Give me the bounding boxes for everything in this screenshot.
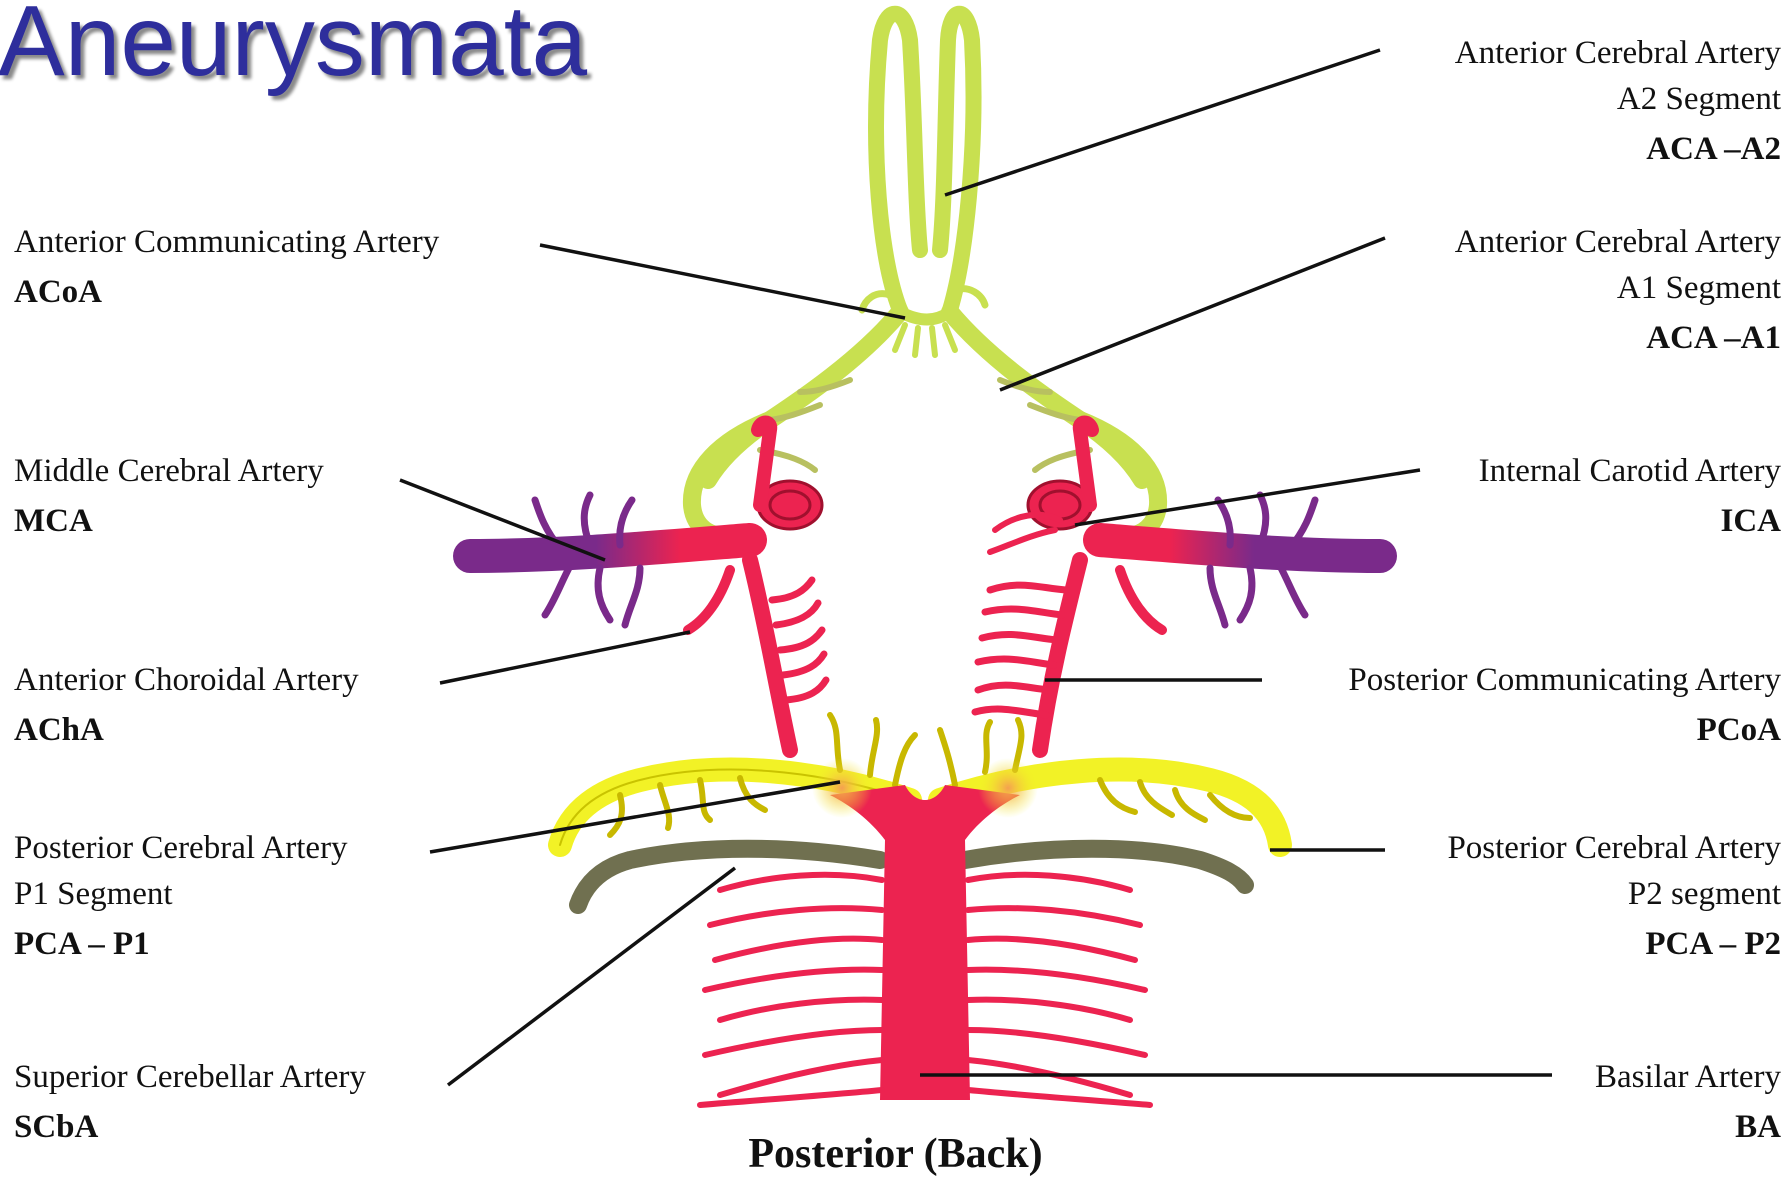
label-segment: P2 segment: [1447, 874, 1781, 914]
label-name: Posterior Cerebral Artery: [14, 828, 348, 868]
label-abbr: ACA –A2: [1455, 129, 1781, 169]
label-name: Middle Cerebral Artery: [14, 451, 324, 491]
leader-scba: [448, 868, 735, 1085]
slide-title: Aneurysmata: [0, 0, 587, 96]
label-abbr: ICA: [1479, 501, 1781, 541]
label-name: Internal Carotid Artery: [1479, 451, 1781, 491]
leader-ica: [1075, 470, 1420, 525]
label-aca-a2: Anterior Cerebral Artery A2 Segment ACA …: [1455, 33, 1781, 169]
leader-acha: [440, 632, 690, 683]
label-segment: P1 Segment: [14, 874, 348, 914]
label-name: Anterior Communicating Artery: [14, 222, 439, 262]
label-abbr: PCA – P2: [1447, 924, 1781, 964]
label-name: Posterior Cerebral Artery: [1447, 828, 1781, 868]
label-aca-a1: Anterior Cerebral Artery A1 Segment ACA …: [1455, 222, 1781, 358]
label-name: Basilar Artery: [1595, 1057, 1781, 1097]
label-abbr: MCA: [14, 501, 324, 541]
middle-cerebral-arteries: [470, 495, 1380, 625]
label-name: Anterior Cerebral Artery: [1455, 33, 1781, 73]
label-abbr: ACA –A1: [1455, 318, 1781, 358]
label-abbr: PCA – P1: [14, 924, 348, 964]
label-acoa: Anterior Communicating Artery ACoA: [14, 222, 439, 312]
leader-aca-a2: [945, 50, 1380, 195]
label-pca-p1: Posterior Cerebral Artery P1 Segment PCA…: [14, 828, 348, 964]
label-segment: A1 Segment: [1455, 268, 1781, 308]
posterior-communicating-arteries: [750, 560, 1080, 750]
label-pcoa: Posterior Communicating Artery PCoA: [1348, 660, 1781, 750]
label-name: Anterior Cerebral Artery: [1455, 222, 1781, 262]
label-pca-p2: Posterior Cerebral Artery P2 segment PCA…: [1447, 828, 1781, 964]
leader-acoa: [540, 245, 905, 318]
orientation-caption: Posterior (Back): [0, 1130, 1791, 1178]
leader-aca-a1: [1000, 238, 1385, 390]
label-abbr: PCoA: [1348, 710, 1781, 750]
label-abbr: ACoA: [14, 272, 439, 312]
label-mca: Middle Cerebral Artery MCA: [14, 451, 324, 541]
label-acha: Anterior Choroidal Artery AChA: [14, 660, 359, 750]
label-name: Anterior Choroidal Artery: [14, 660, 359, 700]
label-abbr: AChA: [14, 710, 359, 750]
label-name: Superior Cerebellar Artery: [14, 1057, 366, 1097]
label-segment: A2 Segment: [1455, 79, 1781, 119]
label-name: Posterior Communicating Artery: [1348, 660, 1781, 700]
label-ica: Internal Carotid Artery ICA: [1479, 451, 1781, 541]
